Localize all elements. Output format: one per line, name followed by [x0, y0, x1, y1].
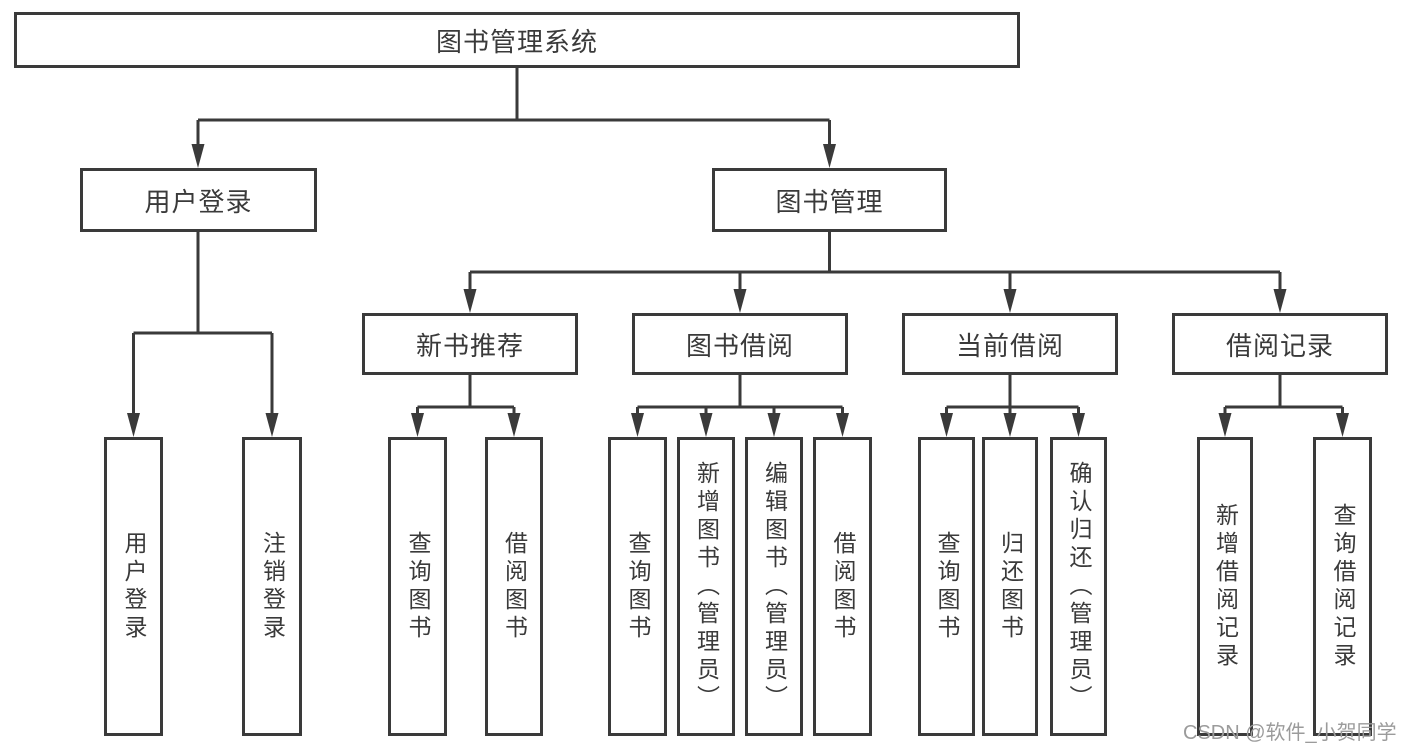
leaf-query-books-borrowing: 查询图书: [608, 437, 667, 736]
leaf-return-books: 归还图书: [982, 437, 1038, 736]
node-root-system-label: 图书管理系统: [435, 26, 598, 57]
node-book-management: 图书管理: [712, 168, 947, 232]
leaf-confirm-return-admin-label: 确认归还（管理员）: [1066, 460, 1092, 713]
node-book-management-label: 图书管理: [775, 186, 884, 217]
leaf-add-borrow-record: 新增借阅记录: [1197, 437, 1253, 736]
leaf-borrow-books-recommend-label: 借阅图书: [501, 530, 528, 643]
leaf-logout-label: 注销登录: [259, 530, 286, 643]
leaf-return-books-label: 归还图书: [997, 530, 1024, 643]
watermark: CSDN @软件_小贺同学: [1183, 722, 1397, 744]
leaf-add-books-admin-label: 新增图书（管理员）: [693, 460, 720, 713]
arrowheads: [127, 144, 1349, 437]
node-book-borrowing-label: 图书借阅: [685, 330, 794, 361]
leaf-query-books-current: 查询图书: [918, 437, 975, 736]
node-user-login-label: 用户登录: [144, 186, 253, 217]
node-borrowing-records: 借阅记录: [1172, 313, 1388, 375]
leaf-add-books-admin: 新增图书（管理员）: [677, 437, 735, 736]
node-user-login: 用户登录: [80, 168, 317, 232]
leaf-edit-books-admin: 编辑图书（管理员）: [745, 437, 803, 736]
leaf-query-borrow-record: 查询借阅记录: [1313, 437, 1372, 736]
leaf-user-login-label: 用户登录: [121, 530, 147, 643]
node-current-borrowing-label: 当前借阅: [955, 330, 1064, 361]
leaf-user-login: 用户登录: [104, 437, 163, 736]
leaf-query-books-current-label: 查询图书: [934, 530, 960, 643]
node-borrowing-records-label: 借阅记录: [1225, 330, 1334, 361]
leaf-query-books-recommend: 查询图书: [388, 437, 447, 736]
node-new-book-recommend-label: 新书推荐: [415, 330, 524, 361]
node-current-borrowing: 当前借阅: [902, 313, 1118, 375]
leaf-borrow-books: 借阅图书: [813, 437, 872, 736]
node-new-book-recommend: 新书推荐: [362, 313, 578, 375]
leaf-logout: 注销登录: [242, 437, 302, 736]
leaf-add-borrow-record-label: 新增借阅记录: [1212, 502, 1239, 671]
node-book-borrowing: 图书借阅: [632, 313, 848, 375]
leaf-query-books-borrowing-label: 查询图书: [625, 530, 651, 643]
leaf-query-borrow-record-label: 查询借阅记录: [1330, 502, 1356, 671]
node-root-system: 图书管理系统: [14, 12, 1020, 68]
leaf-borrow-books-label: 借阅图书: [830, 530, 856, 643]
leaf-query-books-recommend-label: 查询图书: [405, 530, 431, 643]
leaf-edit-books-admin-label: 编辑图书（管理员）: [761, 460, 788, 713]
leaf-borrow-books-recommend: 借阅图书: [485, 437, 543, 736]
leaf-confirm-return-admin: 确认归还（管理员）: [1050, 437, 1107, 736]
